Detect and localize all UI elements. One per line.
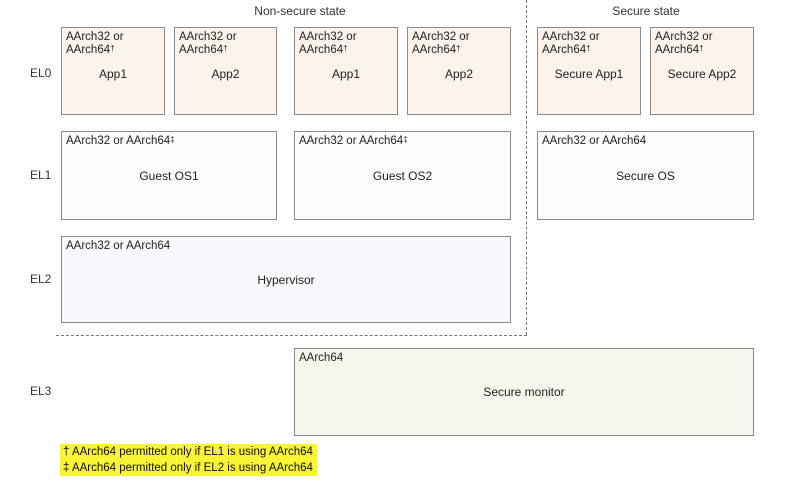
- dagger-mark: †: [456, 44, 461, 53]
- os-name: Guest OS1: [139, 169, 199, 183]
- os-name: Secure OS: [616, 169, 675, 183]
- hypervisor-name: Hypervisor: [257, 273, 315, 287]
- secure-state-header: Secure state: [612, 4, 680, 18]
- security-boundary-horizontal: [56, 335, 527, 336]
- arch-label: AArch32 or AArch64‡: [66, 135, 175, 147]
- dagger-mark: †: [343, 44, 348, 53]
- el1-guest-os2-box: AArch32 or AArch64‡ Guest OS2: [294, 131, 511, 220]
- security-boundary-vertical: [526, 0, 527, 335]
- os-name: Guest OS2: [372, 169, 433, 183]
- non-secure-state-header: Non-secure state: [254, 4, 346, 18]
- el0-label: EL0: [30, 66, 52, 80]
- arch-label: AArch32 or AArch64: [66, 240, 171, 252]
- el1-guest-os1-box: AArch32 or AArch64‡ Guest OS1: [61, 131, 277, 220]
- app-name: Secure App1: [554, 67, 624, 81]
- dagger-mark: †: [223, 44, 228, 53]
- app-name: App2: [444, 67, 474, 81]
- arch-label: AArch32 or AArch64: [542, 135, 647, 147]
- el3-label: EL3: [30, 384, 52, 398]
- app-name: App1: [98, 67, 128, 81]
- dagger-mark: †: [699, 44, 704, 53]
- app-name: App1: [331, 67, 361, 81]
- el1-secure-os-box: AArch32 or AArch64 Secure OS: [537, 131, 754, 220]
- double-dagger-mark: ‡: [170, 135, 175, 144]
- el1-label: EL1: [30, 168, 52, 182]
- el3-secure-monitor-box: AArch64 Secure monitor: [294, 348, 754, 436]
- app-name: Secure App2: [667, 67, 737, 81]
- dagger-mark: †: [586, 44, 591, 53]
- dagger-mark: †: [110, 44, 115, 53]
- footnote-double-dagger: ‡ AArch64 permitted only if EL2 is using…: [60, 460, 317, 476]
- monitor-name: Secure monitor: [483, 385, 565, 399]
- double-dagger-mark: ‡: [403, 135, 408, 144]
- arch-label: AArch32 or AArch64‡: [299, 135, 408, 147]
- el2-label: EL2: [30, 272, 52, 286]
- arch-label: AArch64: [299, 352, 344, 364]
- el2-hypervisor-box: AArch32 or AArch64 Hypervisor: [61, 236, 511, 323]
- app-name: App2: [211, 67, 240, 81]
- footnote-dagger: † AArch64 permitted only if EL1 is using…: [60, 444, 317, 460]
